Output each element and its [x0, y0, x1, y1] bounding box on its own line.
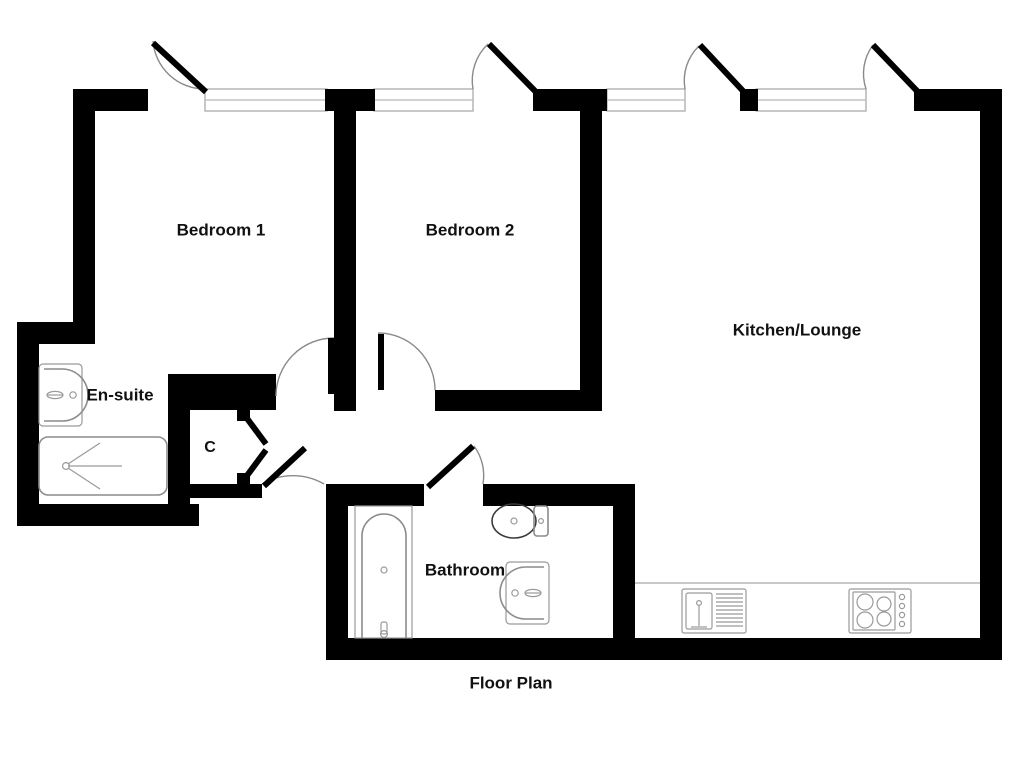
room-label-en-suite: En-suite — [86, 385, 153, 404]
room-label-bedroom-2: Bedroom 2 — [426, 220, 515, 239]
door-hallway — [261, 445, 325, 489]
room-label-bathroom: Bathroom — [425, 560, 505, 579]
door-bathroom — [425, 443, 485, 490]
door-bedroom-1 — [150, 40, 209, 95]
kitchen-fixtures — [635, 582, 980, 634]
bathroom-fixtures — [354, 503, 550, 639]
door-kitchen-north-b — [862, 42, 921, 95]
window-bedroom-1 — [204, 88, 328, 112]
door-kitchen-north-a — [683, 42, 747, 95]
room-label-group: Bedroom 1 Bedroom 2 Kitchen/Lounge En-su… — [86, 220, 861, 579]
door-bedroom-2-north — [471, 41, 539, 95]
shower-tray-icon — [38, 436, 168, 496]
kitchen-sink-drainer-icon — [681, 588, 747, 634]
door-bedroom-1-hall — [275, 337, 335, 397]
window-bedroom-2a — [373, 88, 474, 112]
door-cupboard-lower — [240, 448, 269, 483]
toilet-icon — [491, 503, 549, 539]
sink-icon — [499, 561, 550, 625]
room-label-cupboard: C — [204, 439, 216, 456]
door-cupboard-upper — [240, 411, 269, 446]
window-kitchen — [755, 88, 867, 112]
ensuite-fixtures — [38, 363, 168, 496]
room-label-bedroom-1: Bedroom 1 — [177, 220, 266, 239]
door-group — [150, 40, 921, 490]
hob-four-burner-icon — [848, 588, 912, 634]
window-bedroom-2b — [606, 88, 686, 112]
door-bedroom-2-hall — [377, 332, 436, 391]
bathtub-icon — [354, 505, 413, 639]
page-title: Floor Plan — [469, 673, 552, 692]
sink-icon — [38, 363, 89, 427]
wall-group — [17, 89, 1002, 660]
room-label-kitchen-lounge: Kitchen/Lounge — [733, 320, 861, 339]
